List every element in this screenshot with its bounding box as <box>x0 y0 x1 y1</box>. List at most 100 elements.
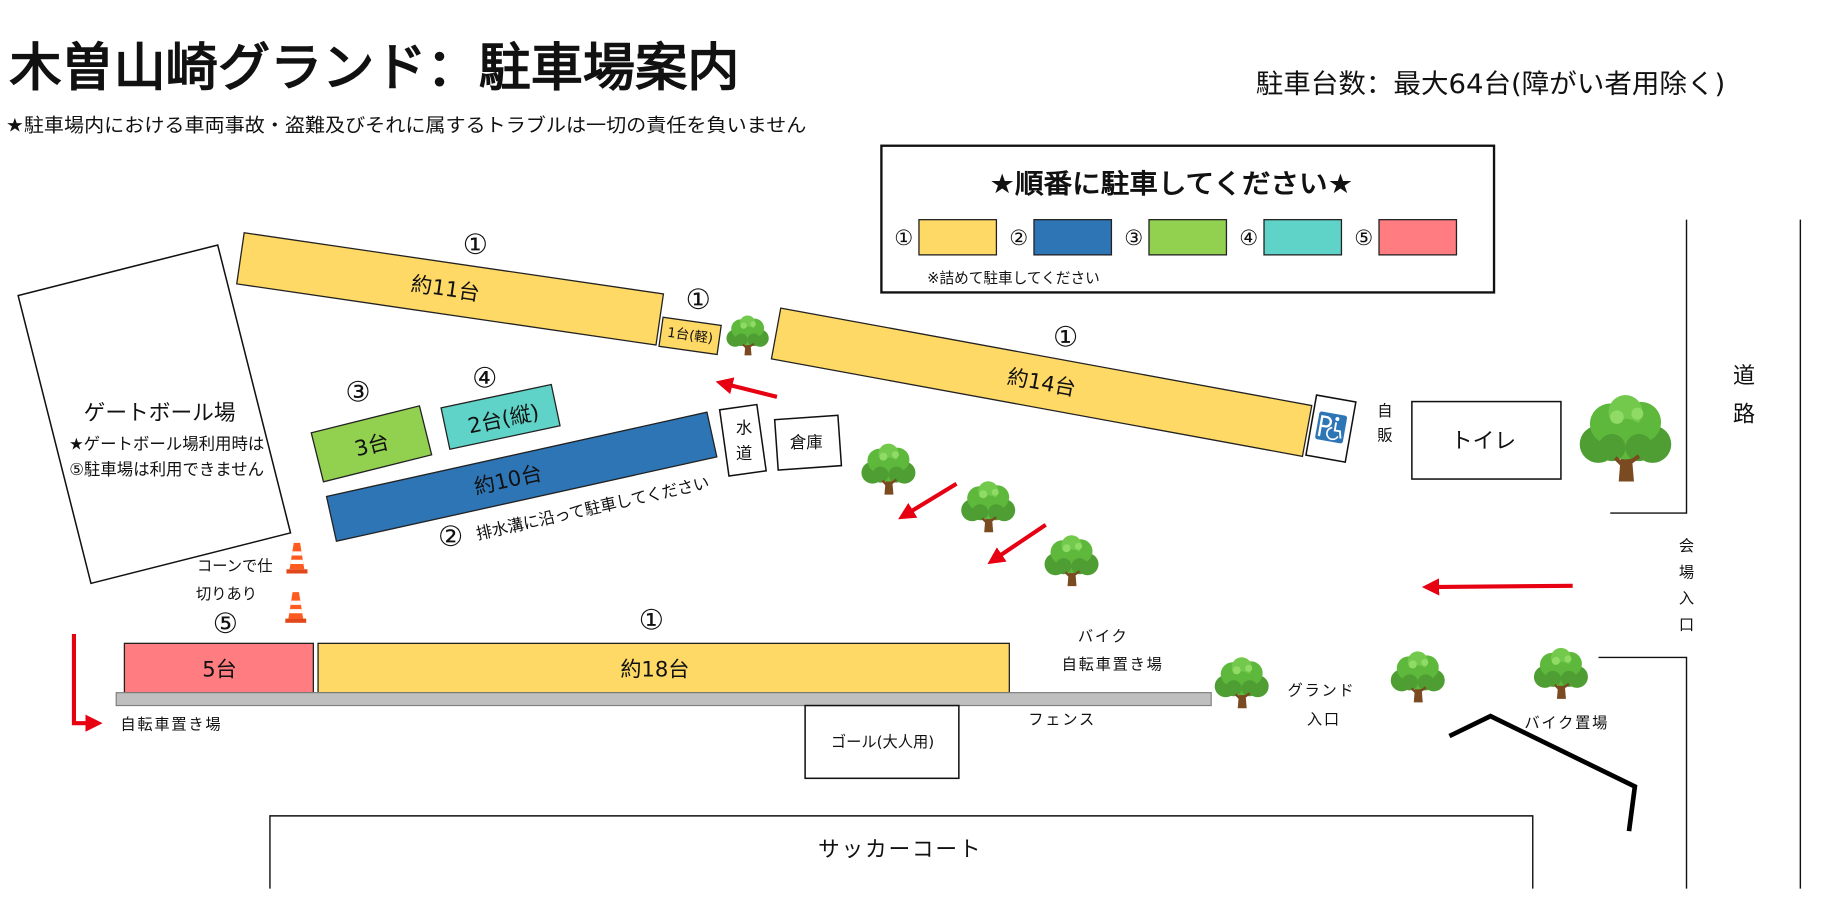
parking-area-tandem: 2台(縦) ④ <box>440 362 561 450</box>
storage-shed-outline <box>773 414 843 471</box>
direction-arrow <box>1421 578 1573 596</box>
parking-area-south: 約18台 ① <box>317 603 1010 694</box>
parking-p-glyph <box>1317 414 1332 437</box>
vertical-char: 場 <box>1679 563 1694 581</box>
legend-swatch-4 <box>1263 219 1343 256</box>
vertical-char: 自 <box>1377 402 1392 420</box>
legend-order-3: ③ <box>1124 225 1143 250</box>
gateball-note-2: ⑤駐車場は利用できません <box>69 460 264 479</box>
vertical-char: 路 <box>1733 401 1755 427</box>
legend-order-4: ④ <box>1239 225 1258 250</box>
road-edge-lines <box>1598 219 1802 889</box>
legend-item-2: ② <box>1009 219 1113 256</box>
parking-order-marker: ③ <box>345 376 370 409</box>
legend-order-2: ② <box>1009 225 1028 250</box>
legend-order-5: ⑤ <box>1354 225 1373 250</box>
vending-machine-label: 自販 <box>1377 402 1392 445</box>
vertical-char: 販 <box>1377 427 1392 445</box>
goal: ゴール(大人用) <box>804 704 960 780</box>
parking-lot-kei <box>658 316 722 356</box>
entrance-gate-line <box>1448 713 1638 832</box>
soccer-court: サッカーコート <box>269 815 1534 889</box>
parking-lot-gateball-side <box>123 642 315 694</box>
legend-swatch-3 <box>1148 219 1228 256</box>
vertical-char: 口 <box>1679 616 1694 634</box>
parking-area-gateball-side: 5台 ⑤ <box>123 607 315 694</box>
parking-area-northeast: 約14台 ① <box>770 307 1313 458</box>
storage-shed: 倉庫 <box>773 414 843 471</box>
legend-item-1: ① <box>894 219 998 256</box>
direction-arrow <box>715 377 778 399</box>
parking-lot-northwest <box>236 232 665 346</box>
motorbike-parking-label: バイク置場 <box>1524 714 1609 732</box>
wheelchair-body <box>1333 422 1342 439</box>
legend-note: ※詰めて駐車してください <box>927 270 1100 287</box>
goal-label: ゴール(大人用) <box>831 733 934 751</box>
wheelchair-head <box>1335 416 1340 421</box>
goal-outline <box>804 704 960 780</box>
parking-lot-tandem <box>440 383 561 450</box>
legend-heading: ★順番に駐車してください★ <box>989 169 1353 200</box>
water-tap-label: 水道 <box>736 418 752 463</box>
parking-lot-small <box>310 405 433 483</box>
parking-order-marker: ① <box>639 603 664 636</box>
parking-area-kei: 1台(軽) ① <box>658 283 722 356</box>
parking-area-northwest: 約11台 ① <box>236 228 665 346</box>
venue-entrance-label: 会場入口 <box>1679 537 1694 634</box>
legend-order-1: ① <box>894 225 913 250</box>
parking-lot-south-label: 約18台 <box>620 657 689 682</box>
gateball-field-outline <box>17 244 292 585</box>
vertical-char: 水 <box>736 418 752 437</box>
water-tap: 水道 <box>718 403 768 477</box>
legend: ★順番に駐車してください★ ① ② ③ ④ ⑤ ※詰めて駐車してください <box>880 144 1496 294</box>
direction-arrow <box>987 523 1047 565</box>
bike-parking-label-1: バイク <box>1078 627 1129 645</box>
legend-swatch-2 <box>1033 219 1113 256</box>
toilet-outline <box>1411 400 1562 480</box>
parking-order-marker: ① <box>1053 321 1078 354</box>
page-title: 木曽山崎グランド：駐車場案内 <box>9 38 739 98</box>
wheelchair-parking-icon <box>1305 394 1357 463</box>
soccer-court-outline <box>269 815 1534 889</box>
road-label: 道路 <box>1733 363 1755 428</box>
fence <box>115 692 1212 707</box>
vertical-char: 道 <box>1733 363 1755 389</box>
parking-order-marker: ① <box>463 228 488 261</box>
legend-item-3: ③ <box>1124 219 1228 256</box>
legend-swatch-1 <box>918 219 998 256</box>
legend-item-5: ⑤ <box>1354 219 1458 256</box>
vertical-char: 道 <box>736 444 752 463</box>
parking-order-marker: ⑤ <box>213 607 238 640</box>
parking-lot-kei-label: 1台(軽) <box>666 325 714 347</box>
wheelchair-wheel <box>1326 426 1339 441</box>
soccer-court-label: サッカーコート <box>818 837 982 862</box>
legend-item-4: ④ <box>1239 219 1343 256</box>
capacity-note: 駐車台数：最大64台(障がい者用除く) <box>1256 69 1725 100</box>
direction-arrow <box>898 481 958 520</box>
parking-lot-northeast <box>770 307 1313 458</box>
parking-order-marker: ① <box>686 283 711 316</box>
legend-swatch-5 <box>1378 219 1458 256</box>
bicycle-parking-label: 自転車置き場 <box>120 715 222 733</box>
parking-area-small: 3台 ③ <box>310 376 433 483</box>
cone-divider-label-1: コーンで仕 <box>197 557 273 575</box>
cone-divider-label-2: 切りあり <box>196 585 257 603</box>
toilet-label: トイレ <box>1451 429 1516 454</box>
disclaimer: ★駐車場内における車両事故・盗難及びそれに属するトラブルは一切の責任を負いません <box>6 113 806 136</box>
fence-label: フェンス <box>1028 711 1096 729</box>
vertical-char: 会 <box>1679 537 1694 555</box>
vertical-char: 入 <box>1679 590 1694 608</box>
water-tap-outline <box>718 403 768 477</box>
parking-order-marker: ④ <box>472 362 497 395</box>
gateball-note-1: ★ゲートボール場利用時は <box>69 434 264 453</box>
toilet: トイレ <box>1411 400 1562 480</box>
ground-entrance-label-1: グランド <box>1287 681 1355 699</box>
direction-arrow <box>71 633 103 732</box>
parking-lot-gateball-side-label: 5台 <box>202 657 237 682</box>
bike-parking-label-2: 自転車置き場 <box>1062 655 1164 673</box>
ground-entrance-label-2: 入口 <box>1307 711 1341 729</box>
parking-order-marker: ② <box>438 520 463 553</box>
gateball-field: ゲートボール場 ★ゲートボール場利用時は ⑤駐車場は利用できません <box>17 244 292 585</box>
storage-shed-label: 倉庫 <box>790 433 823 452</box>
